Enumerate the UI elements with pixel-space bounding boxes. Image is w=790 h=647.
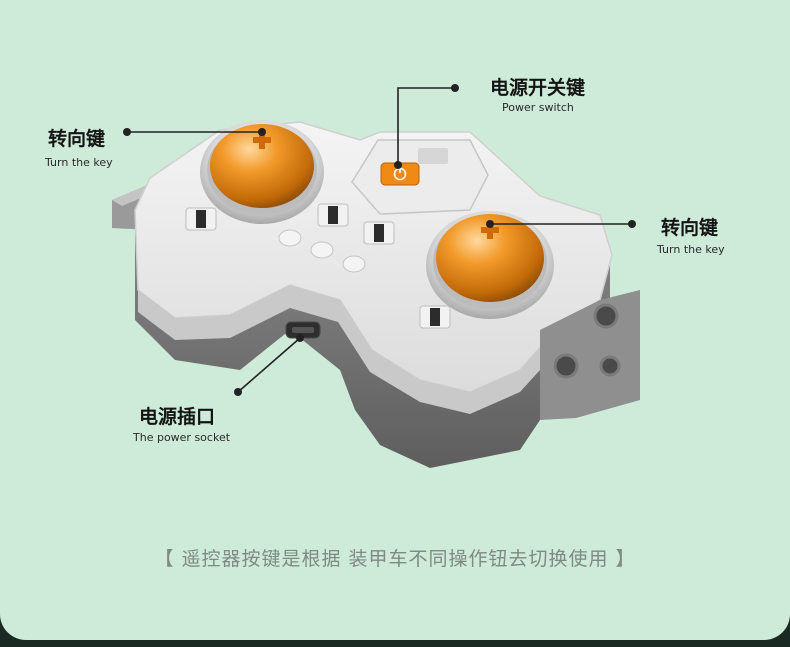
- label-turn-key-right-en: Turn the key: [657, 243, 725, 256]
- bottom-edge: [0, 640, 790, 647]
- right-steering-knob[interactable]: [426, 211, 554, 319]
- callout-right-knob: [486, 220, 636, 228]
- callout-power-socket: [234, 334, 304, 396]
- callout-power-switch: [394, 84, 459, 169]
- caption-note: 【 遥控器按键是根据 装甲车不同操作钮去切换使用 】: [154, 548, 636, 570]
- round-button-3[interactable]: [342, 255, 366, 273]
- label-power-socket-en: The power socket: [133, 431, 231, 444]
- toggle-switch-3[interactable]: [363, 221, 395, 245]
- label-turn-key-right-cn: 转向键: [661, 217, 719, 239]
- toggle-switch-1[interactable]: [185, 207, 217, 231]
- toggle-switch-2[interactable]: [317, 203, 349, 227]
- left-steering-knob[interactable]: [200, 120, 324, 224]
- label-power-switch-cn: 电源开关键: [490, 77, 586, 99]
- toggle-switch-4[interactable]: [419, 305, 451, 329]
- label-turn-key-left-cn: 转向键: [48, 128, 106, 150]
- label-power-socket-cn: 电源插口: [139, 406, 216, 428]
- label-turn-key-left-en: Turn the key: [45, 156, 113, 169]
- label-power-switch-en: Power switch: [502, 101, 574, 114]
- round-button-2[interactable]: [310, 241, 334, 259]
- round-button-1[interactable]: [278, 229, 302, 247]
- power-switch-panel: [351, 139, 489, 215]
- callout-left-knob: [123, 128, 266, 136]
- right-connector: [540, 290, 640, 420]
